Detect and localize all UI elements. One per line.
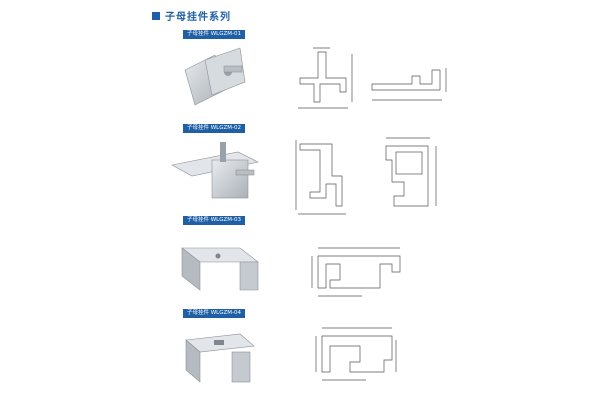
product-label-4: 子母挂件 WLGZM-04 (183, 309, 246, 318)
product-photo-1 (184, 47, 246, 106)
product-photo-3 (181, 247, 259, 291)
drawing-3 (311, 247, 401, 297)
heading-square-icon (152, 11, 160, 20)
product-label-2: 子母挂件 WLGZM-02 (183, 124, 246, 133)
section-title: 子母挂件系列 (165, 12, 231, 23)
product-photo-4 (185, 333, 255, 383)
product-label-3: 子母挂件 WLGZM-03 (183, 216, 246, 225)
drawing-1a (298, 47, 353, 109)
section-heading: 子母挂件系列 (152, 8, 231, 23)
product-label-1: 子母挂件 WLGZM-01 (183, 30, 246, 39)
drawing-4 (315, 327, 397, 381)
drawing-1b (371, 68, 447, 101)
product-photo-2 (171, 142, 259, 199)
drawing-2b (385, 137, 437, 207)
drawing-2a (295, 140, 346, 215)
